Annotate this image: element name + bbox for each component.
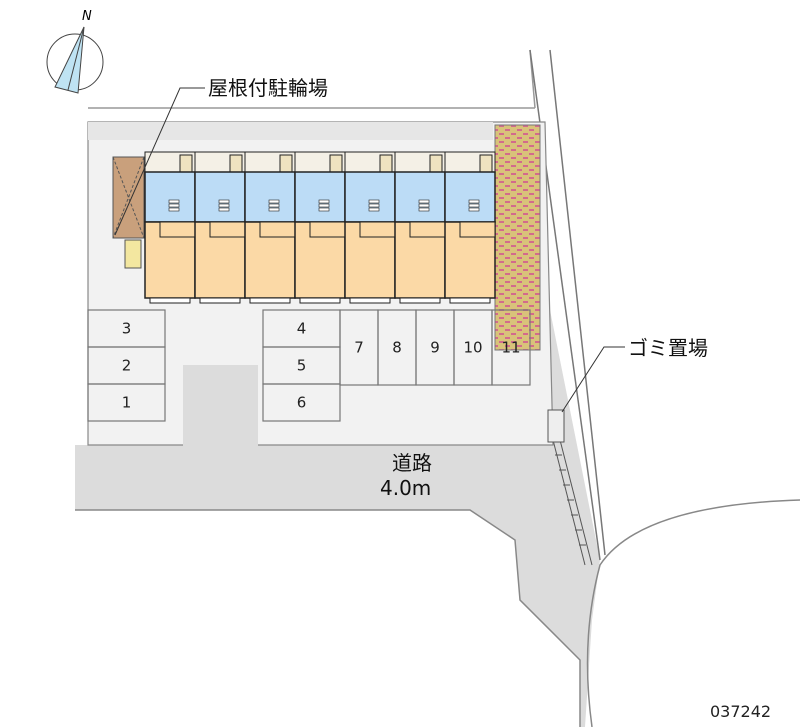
parking-space-1 — [87, 383, 166, 422]
brick-wall — [494, 124, 541, 351]
parking-space-6 — [262, 383, 341, 422]
parking-number: 7 — [354, 339, 364, 357]
apartment-unit — [394, 151, 446, 304]
parking-number: 1 — [122, 394, 132, 412]
parking-lot: 3 2 1 4 5 6 7 8 9 10 11 — [87, 309, 531, 422]
garbage-label: ゴミ置場 — [628, 336, 708, 360]
north-label: N — [82, 9, 92, 24]
right-road-edge — [586, 499, 800, 727]
ditch — [552, 439, 593, 566]
apartment-unit — [194, 151, 246, 304]
parking-space-11 — [491, 309, 531, 386]
apartment-unit — [344, 151, 396, 304]
apartment-unit — [294, 151, 346, 304]
parking-number: 11 — [501, 339, 520, 357]
parking-number: 4 — [297, 320, 307, 338]
parking-number: 6 — [297, 394, 307, 412]
road-width: 4.0m — [380, 476, 431, 500]
entrance — [183, 365, 258, 450]
apartment-unit — [244, 151, 296, 304]
parking-number: 3 — [122, 320, 132, 338]
compass-icon: N — [46, 9, 104, 94]
bike-shed — [112, 156, 145, 269]
garbage-leader-line — [561, 346, 625, 413]
parking-number: 5 — [297, 357, 307, 375]
bike-leader-line — [114, 87, 205, 236]
apartment-unit — [144, 151, 196, 304]
bike-parking-label: 屋根付駐輪場 — [208, 76, 328, 100]
road-lower-edge — [75, 509, 581, 727]
parking-number: 9 — [430, 339, 440, 357]
right-road — [600, 430, 800, 560]
apartment-building — [144, 151, 496, 304]
parking-number: 2 — [122, 357, 132, 375]
road-area — [75, 300, 600, 727]
garbage-area — [547, 409, 565, 443]
property-code: 037242 — [710, 702, 771, 721]
parking-number: 10 — [463, 339, 482, 357]
parking-number: 8 — [392, 339, 402, 357]
side-strip-right — [549, 49, 606, 556]
apartment-unit — [444, 151, 496, 304]
road-name: 道路 — [392, 451, 432, 475]
